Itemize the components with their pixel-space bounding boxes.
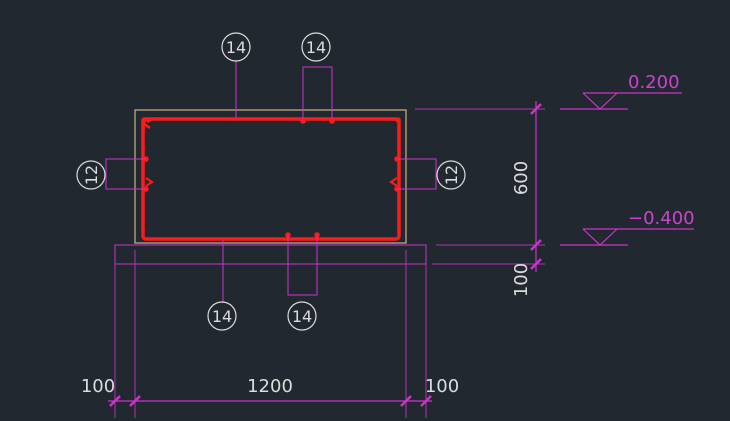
- dimension-width: 1200: [247, 376, 293, 397]
- stirrup: [141, 117, 401, 241]
- rebar-top-corner-right: [395, 117, 401, 123]
- level-top-label: 0.200: [628, 72, 680, 93]
- callout-top-left: 14: [226, 38, 246, 57]
- rebar-top-corner-left: [141, 117, 147, 123]
- callout-circles: [76, 32, 466, 331]
- level-marker-top: [560, 92, 682, 110]
- beam-outline: [134, 109, 407, 244]
- tie-hooks: [145, 177, 398, 187]
- rebar-top-mid-2: [329, 118, 335, 124]
- dimension-height: 600: [511, 161, 532, 195]
- callout-side-right: 12: [442, 165, 461, 185]
- vertical-dimension: [530, 101, 542, 272]
- callout-bottom-left: 14: [212, 307, 232, 326]
- level-marker-bottom: [560, 228, 694, 246]
- dimension-right-overhang: 100: [425, 376, 459, 397]
- callout-bottom-right: 14: [292, 307, 312, 326]
- cushion-slab: [114, 244, 427, 265]
- dimension-slab-thickness: 100: [511, 263, 532, 297]
- extension-lines: [114, 108, 545, 418]
- dimension-left-overhang: 100: [81, 376, 115, 397]
- stirrup-hooks: [142, 116, 156, 130]
- rebar-points: [141, 117, 401, 238]
- horizontal-dimension: [108, 395, 432, 407]
- callout-top-right: 14: [306, 38, 326, 57]
- leader-lines: [105, 61, 437, 303]
- callout-side-left: 12: [82, 165, 101, 185]
- level-bottom-label: −0.400: [628, 208, 695, 229]
- rebar-top-mid-1: [300, 118, 306, 124]
